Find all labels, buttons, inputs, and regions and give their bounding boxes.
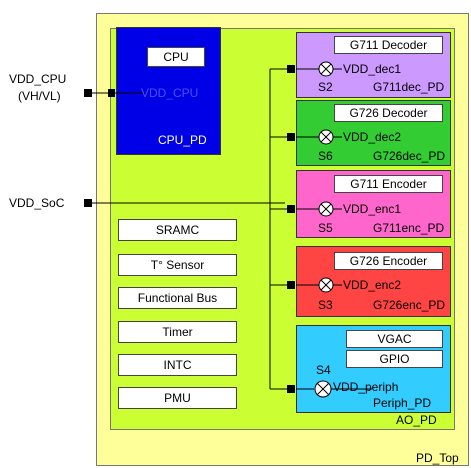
switch-s5-icon [318, 201, 334, 217]
switch-s4-icon [314, 380, 332, 398]
cpu-pd-pin-icon [108, 89, 115, 97]
g726-decoder-title: G726 Decoder [334, 104, 443, 122]
cpu-block: CPU [147, 47, 205, 67]
g711-encoder-switch: S5 [318, 221, 333, 235]
functional-bus-block: Functional Bus [118, 287, 237, 309]
g711-decoder-vdd: VDD_dec1 [343, 62, 402, 76]
gpio-block: GPIO [346, 350, 443, 368]
vdd-soc-label: VDD_SoC [9, 196, 65, 210]
g711-encoder-title: G711 Encoder [334, 175, 443, 193]
g711-decoder-switch: S2 [318, 80, 333, 94]
sramc-block: SRAMC [118, 219, 237, 241]
g726-decoder-pd-label: G726dec_PD [373, 149, 446, 163]
g726-encoder-pd-label: G726enc_PD [373, 298, 446, 312]
vgac-block: VGAC [346, 330, 443, 348]
g726-decoder-switch: S6 [318, 149, 333, 163]
pmu-block: PMU [118, 387, 237, 409]
pd-top-label: PD_Top [416, 451, 459, 465]
g711-decoder-pd-label: G711dec_PD [373, 80, 445, 94]
temp-sensor-block: T° Sensor [118, 254, 237, 276]
g726-encoder-vdd: VDD_enc2 [343, 278, 402, 292]
ao-switch-label: S4 [316, 363, 331, 377]
vdd-cpu-pin-icon [84, 89, 92, 97]
ao-vdd-label: VDD_periph [333, 380, 399, 394]
switch-s2-icon [318, 61, 334, 77]
cpu-pd-label: CPU_PD [158, 133, 207, 147]
cpu-vdd-label: VDD_CPU [141, 86, 199, 100]
g726-encoder-title: G726 Encoder [334, 252, 443, 270]
g711-encoder-vdd: VDD_enc1 [343, 202, 402, 216]
g726-decoder-vdd: VDD_dec2 [343, 130, 402, 144]
switch-s6-icon [318, 129, 334, 145]
periph-pd-label: Periph_PD [373, 396, 432, 410]
vh-vl-label: (VH/VL) [18, 89, 61, 103]
switch-s3-icon [318, 277, 334, 293]
vdd-soc-pin-icon [84, 199, 92, 207]
ao-pd-label: AO_PD [396, 413, 437, 427]
g711-encoder-pd-label: G711enc_PD [373, 221, 445, 235]
g726-encoder-switch: S3 [318, 298, 333, 312]
g711-decoder-title: G711 Decoder [334, 36, 443, 54]
intc-block: INTC [118, 354, 237, 376]
vdd-cpu-label: VDD_CPU [9, 72, 67, 86]
timer-block: Timer [118, 321, 237, 343]
